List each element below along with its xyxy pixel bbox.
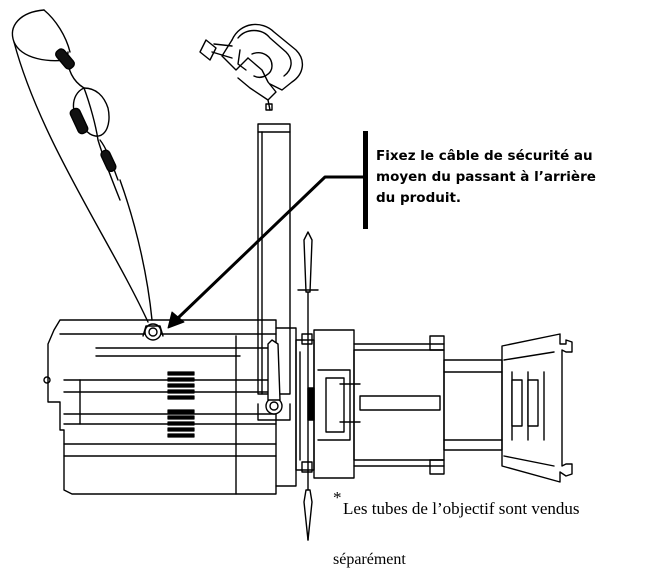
lens-tube	[339, 333, 573, 483]
callout-line-2: moyen du passant à l’arrière	[376, 169, 596, 185]
shutter-assembly	[295, 329, 355, 479]
shutter-handles	[297, 231, 319, 541]
callout-line-1: Fixez le câble de sécurité au	[376, 148, 593, 164]
note-line-2: séparément	[333, 551, 406, 568]
callout-line-3: du produit.	[376, 190, 462, 206]
mounting-clamp	[199, 23, 303, 111]
safety-cable-callout: Fixez le câble de sécurité au moyen du p…	[376, 146, 626, 209]
yoke-knob	[257, 339, 291, 421]
note-asterisk: *	[333, 488, 342, 507]
note-line-1: Les tubes de l’objectif sont vendus	[343, 499, 580, 518]
safety-cable	[11, 9, 153, 323]
callout-bar	[363, 131, 368, 229]
vent-slots	[167, 371, 195, 438]
pointer-arrow	[167, 175, 365, 329]
